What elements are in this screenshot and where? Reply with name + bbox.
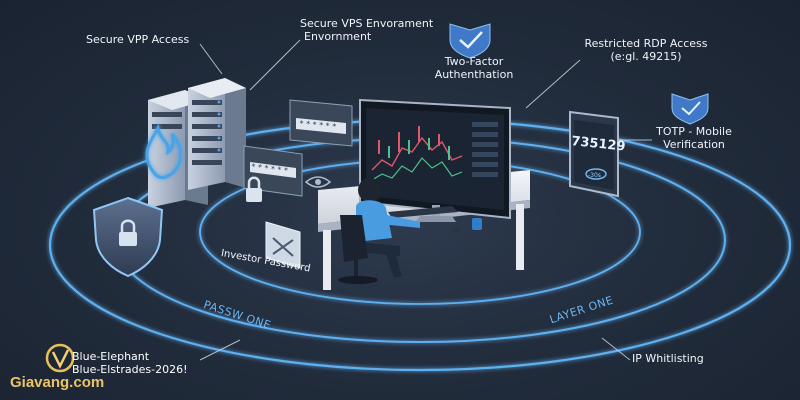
label-ip-whitelisting: IP Whitlisting <box>632 352 704 365</box>
label-two-factor-1: Two-Factor <box>444 55 504 68</box>
fire-icon <box>145 123 182 180</box>
connector-brand <box>199 339 241 361</box>
desk-leg-right <box>516 204 524 270</box>
label-totp-1: TOTP - Mobile <box>656 125 732 138</box>
brand-line-1: Blue-Elephant <box>72 350 150 363</box>
shield-check-icon <box>449 23 491 59</box>
connector-vpp <box>199 43 223 75</box>
padlock-icon <box>246 176 262 202</box>
label-rdp-1: Restricted RDP Access <box>584 37 708 50</box>
eye-icon <box>304 176 332 188</box>
desk-leg-left <box>323 230 331 290</box>
connector-vps <box>249 39 301 91</box>
watermark-giavang: Giavang.com <box>10 374 105 391</box>
shield-check-icon-right <box>671 93 709 125</box>
label-secure-vpp: Secure VPP Access <box>86 33 190 46</box>
label-secure-vps-2: Envornment <box>304 30 372 43</box>
trading-chart <box>371 122 498 181</box>
label-totp-2: Verification <box>663 138 725 151</box>
phone-timer: -30s <box>588 172 601 179</box>
password-panel-upper <box>289 99 353 147</box>
label-two-factor-2: Authenthation <box>434 68 514 81</box>
document-icon <box>265 221 301 269</box>
smartphone-icon <box>569 110 619 198</box>
brand-line-2: Blue-Elstrades-2026! <box>72 363 188 376</box>
mouse <box>451 227 461 233</box>
shield-lock-icon <box>92 196 164 278</box>
label-rdp-2: (e:gl. 49215) <box>610 50 682 63</box>
mug <box>472 218 482 230</box>
label-secure-vps-1: Secure VPS Envorament <box>300 17 434 30</box>
monitor-icon <box>359 98 511 222</box>
keyboard <box>388 206 458 218</box>
connector-rdp <box>525 59 581 109</box>
connector-ip <box>601 337 631 361</box>
chair <box>338 215 378 284</box>
server-rack-icon <box>148 78 246 208</box>
brand-logo <box>45 343 75 373</box>
